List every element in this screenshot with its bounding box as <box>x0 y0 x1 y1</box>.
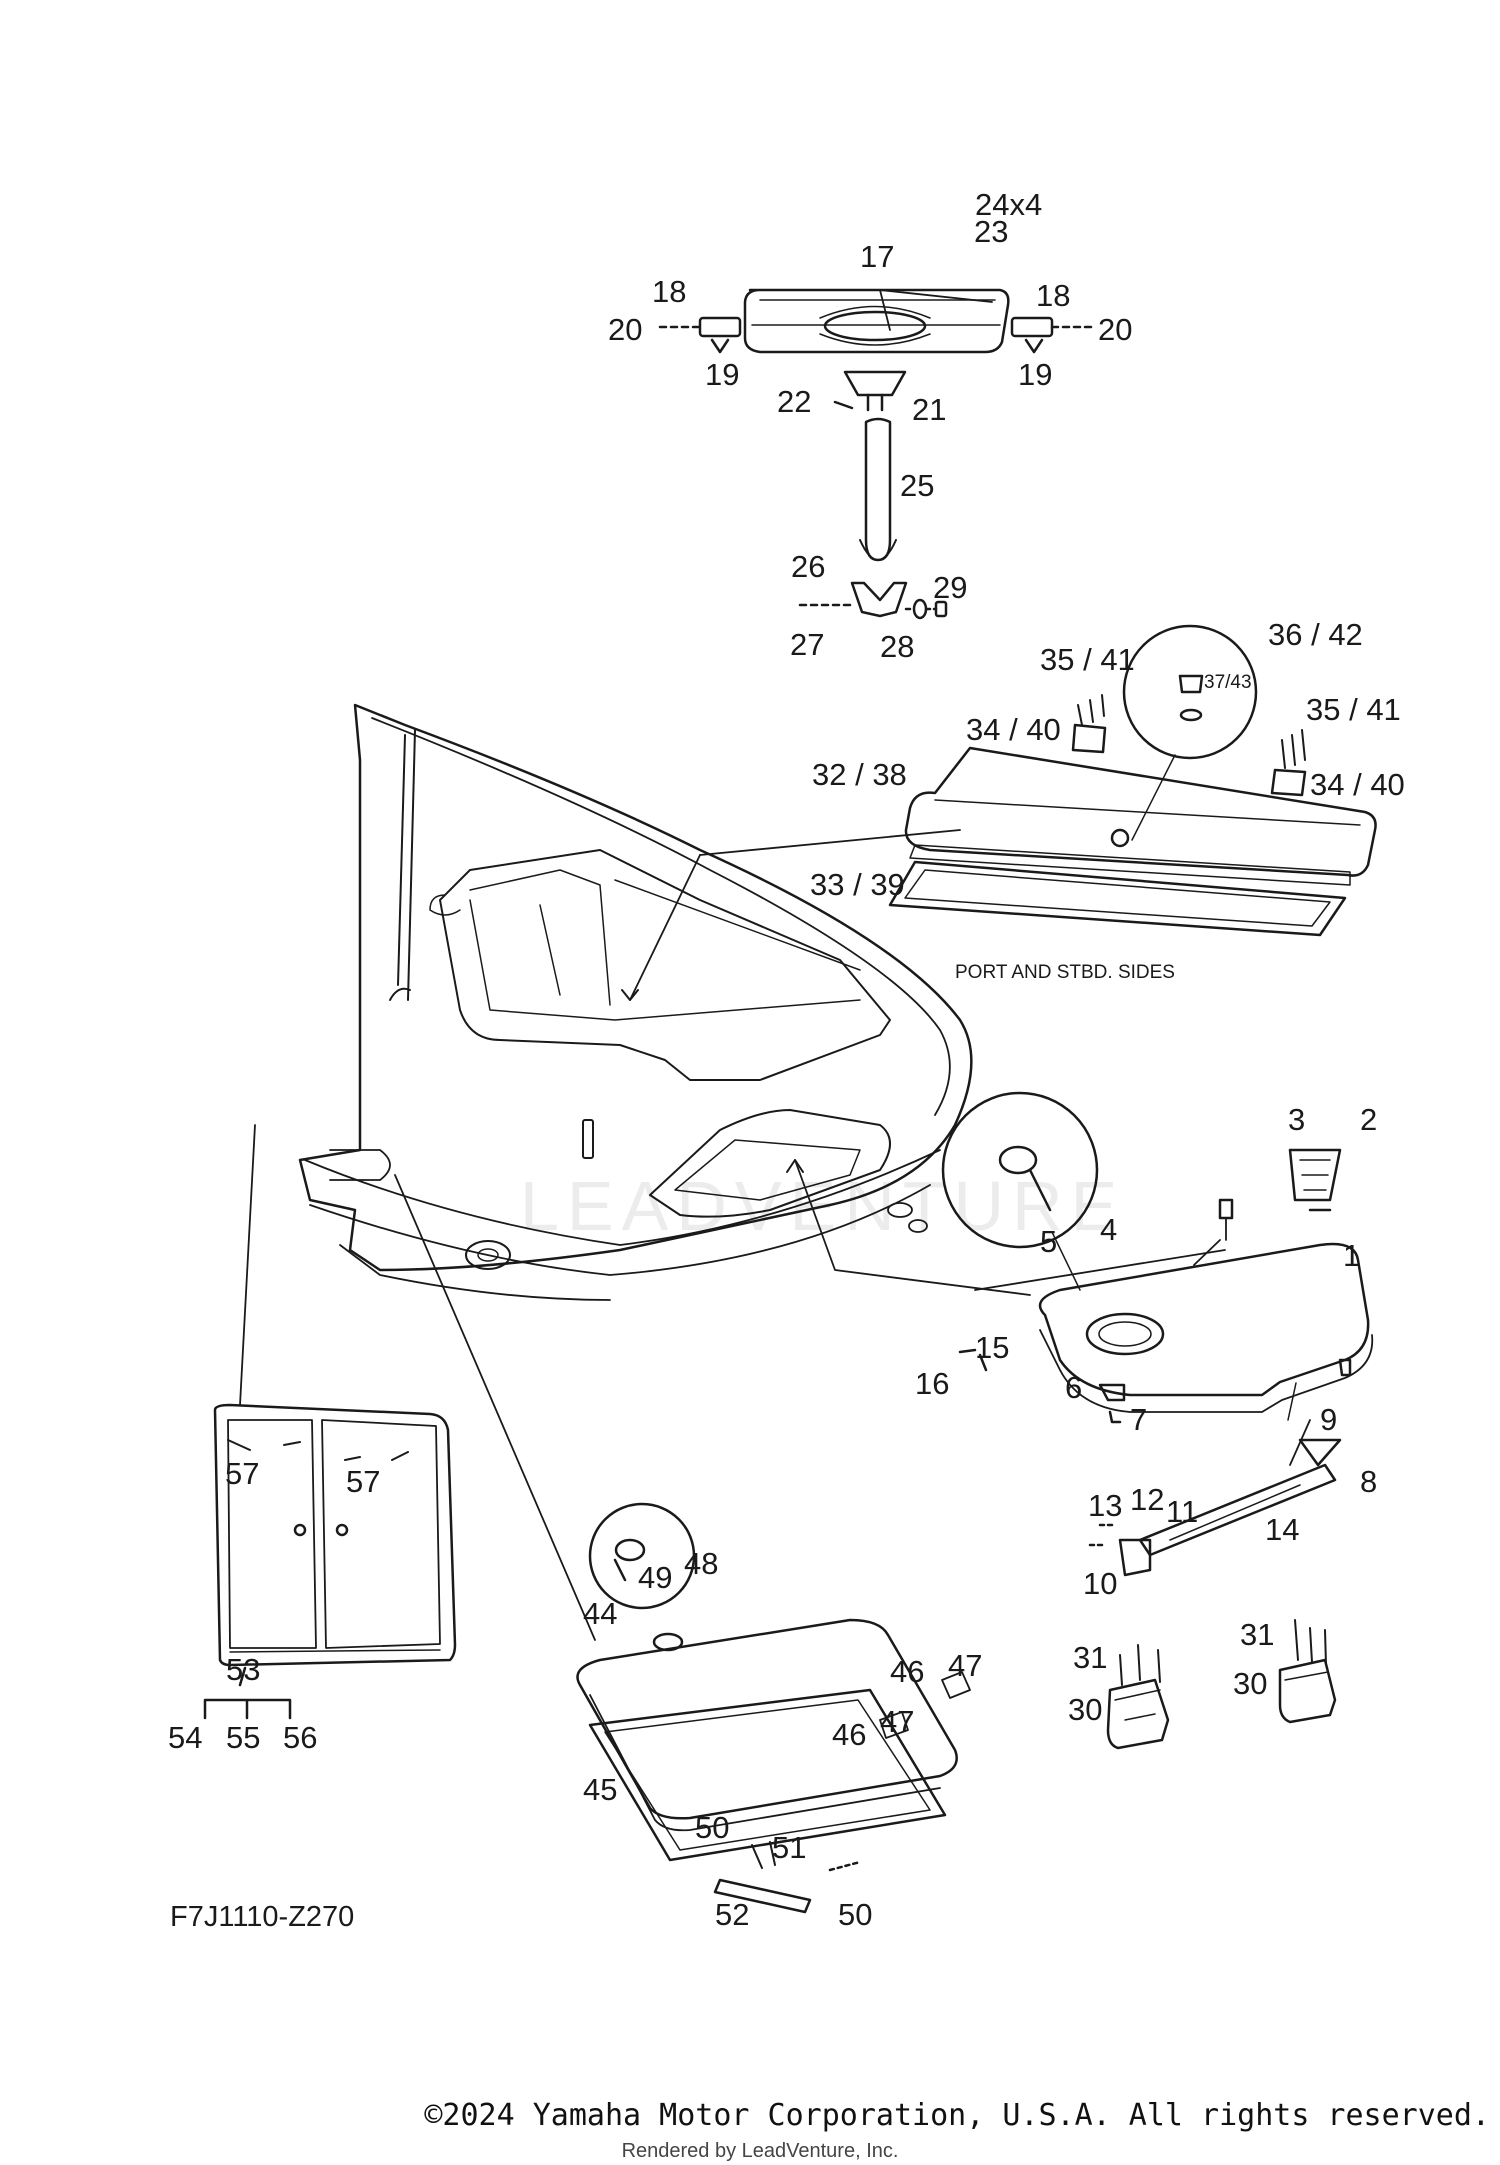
glovebox-lid-assembly <box>888 624 1377 937</box>
callout: 27 <box>790 627 824 662</box>
rear-hatch-lid <box>394 1174 971 1914</box>
callout: 23 <box>974 214 1008 249</box>
callout: 19 <box>705 357 739 392</box>
callout: 19 <box>1018 357 1052 392</box>
callout: 20 <box>608 312 642 347</box>
callout: 52 <box>715 1897 749 1932</box>
callout: 32 / 38 <box>812 757 907 792</box>
cabinet-doors <box>203 1124 457 1720</box>
callout: 4 <box>1100 1212 1117 1247</box>
callout: 25 <box>900 468 934 503</box>
callout: 13 <box>1088 1488 1122 1523</box>
callout: 5 <box>1040 1224 1057 1259</box>
callout: 1 <box>1343 1238 1360 1273</box>
callout-labels: 24x4 23 17 18 20 19 18 20 19 22 21 25 26… <box>168 187 1405 1933</box>
latch-parts <box>1106 1619 1337 1750</box>
callout: 37/43 <box>1204 672 1252 693</box>
callout: 54 <box>168 1720 202 1755</box>
hull-body <box>298 703 973 1301</box>
callout: 7 <box>1130 1402 1147 1437</box>
callout: 35 / 41 <box>1306 692 1401 727</box>
leader-lines <box>621 289 1226 1296</box>
callout: 36 / 42 <box>1268 617 1363 652</box>
callout: 17 <box>860 239 894 274</box>
callout: 53 <box>226 1652 260 1687</box>
callout: 30 <box>1068 1692 1102 1727</box>
callout: 8 <box>1360 1464 1377 1499</box>
callout: 21 <box>912 392 946 427</box>
callout: 50 <box>695 1810 729 1845</box>
callout: 14 <box>1265 1512 1299 1547</box>
callout: 18 <box>1036 278 1070 313</box>
callout: 22 <box>777 384 811 419</box>
callout: 30 <box>1233 1666 1267 1701</box>
callout: 34 / 40 <box>966 712 1061 747</box>
port-stbd-note: PORT AND STBD. SIDES <box>955 962 1175 983</box>
callout: 56 <box>283 1720 317 1755</box>
callout: 46 <box>832 1717 866 1752</box>
callout: 51 <box>772 1830 806 1865</box>
callout: 57 <box>225 1456 259 1491</box>
callout: 10 <box>1083 1566 1117 1601</box>
callout: 46 <box>890 1654 924 1689</box>
callout: 20 <box>1098 312 1132 347</box>
callout: 29 <box>933 570 967 605</box>
callout: 11 <box>1166 1494 1198 1529</box>
callout: 47 <box>948 1648 982 1683</box>
callout: 57 <box>346 1464 380 1499</box>
callout: 2 <box>1360 1102 1377 1137</box>
callout: 50 <box>838 1897 872 1932</box>
callout: 33 / 39 <box>810 867 905 902</box>
callout: 26 <box>791 549 825 584</box>
drawing-code: F7J1110-Z270 <box>170 1901 354 1933</box>
callout: 49 <box>638 1560 672 1595</box>
copyright-footer: ©2024 Yamaha Motor Corporation, U.S.A. A… <box>424 2098 1490 2133</box>
front-hatch-lid <box>941 1091 1374 1577</box>
callout: 44 <box>583 1596 617 1631</box>
callout: 47 <box>880 1704 914 1739</box>
callout: 34 / 40 <box>1310 767 1405 802</box>
callout: 18 <box>652 274 686 309</box>
callout: 15 <box>975 1330 1009 1365</box>
callout: 45 <box>583 1772 617 1807</box>
callout: 35 / 41 <box>1040 642 1135 677</box>
callout: 48 <box>684 1546 718 1581</box>
callout: 16 <box>915 1366 949 1401</box>
callout: 55 <box>226 1720 260 1755</box>
seat-cushion-assembly <box>658 288 1094 620</box>
callout: 9 <box>1320 1402 1337 1437</box>
watermark-text: LEADVENTURE <box>520 1167 1125 1245</box>
callout: 12 <box>1130 1482 1164 1517</box>
callout: 28 <box>880 629 914 664</box>
callout: 31 <box>1240 1617 1274 1652</box>
callout: 31 <box>1073 1640 1107 1675</box>
callout: 6 <box>1065 1370 1082 1405</box>
callout: 24x4 <box>975 187 1042 222</box>
callout: 3 <box>1288 1102 1305 1137</box>
rendered-by-text: Rendered by LeadVenture, Inc. <box>621 2140 899 2162</box>
